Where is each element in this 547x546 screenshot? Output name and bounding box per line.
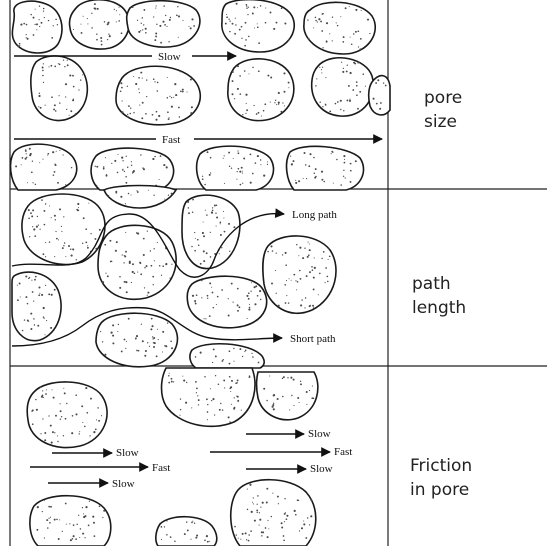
label-friction-in-pore: Friction in pore bbox=[410, 454, 472, 502]
grain bbox=[30, 496, 111, 546]
grain bbox=[162, 368, 255, 426]
grain bbox=[287, 146, 364, 190]
label-line: Friction bbox=[410, 454, 472, 478]
label-line: path bbox=[412, 272, 466, 296]
grain bbox=[12, 272, 61, 341]
arrow-label-slow: Slow bbox=[116, 447, 139, 459]
grain bbox=[190, 344, 264, 368]
grain bbox=[312, 58, 374, 116]
label-line: length bbox=[412, 296, 466, 320]
grain-group-1 bbox=[11, 0, 390, 190]
arrow-label-slow: Slow bbox=[112, 478, 135, 490]
panel-friction: Slow Fast Slow Slow Fast Slow bbox=[27, 368, 352, 546]
panel-path-length: Long path Short path bbox=[12, 186, 337, 369]
grain bbox=[127, 1, 200, 47]
grain bbox=[27, 382, 107, 448]
label-line: in pore bbox=[410, 478, 472, 502]
arrow-label-slow: Slow bbox=[308, 428, 331, 440]
grain bbox=[96, 313, 177, 367]
grain bbox=[231, 480, 316, 546]
arrow-label-fast: Fast bbox=[152, 462, 170, 474]
grain bbox=[31, 56, 88, 121]
label-pore-size: pore size bbox=[424, 86, 462, 134]
arrow-label-slow: Slow bbox=[158, 51, 181, 63]
label-line: pore bbox=[424, 86, 462, 110]
grain bbox=[187, 276, 266, 328]
arrow-label-fast: Fast bbox=[162, 134, 180, 146]
panel-pore-size: Slow Fast bbox=[11, 0, 390, 190]
grain bbox=[304, 2, 375, 54]
arrow-label-long-path: Long path bbox=[292, 209, 337, 221]
grain bbox=[222, 0, 294, 52]
label-line: size bbox=[424, 110, 462, 134]
arrow-label-slow: Slow bbox=[310, 463, 333, 475]
grain bbox=[257, 372, 318, 420]
arrow-label-short-path: Short path bbox=[290, 333, 336, 345]
grain bbox=[98, 225, 176, 299]
grain bbox=[104, 186, 176, 209]
grain bbox=[69, 0, 129, 49]
arrow-label-fast: Fast bbox=[334, 446, 352, 458]
label-path-length: path length bbox=[412, 272, 466, 320]
grain bbox=[11, 144, 77, 190]
